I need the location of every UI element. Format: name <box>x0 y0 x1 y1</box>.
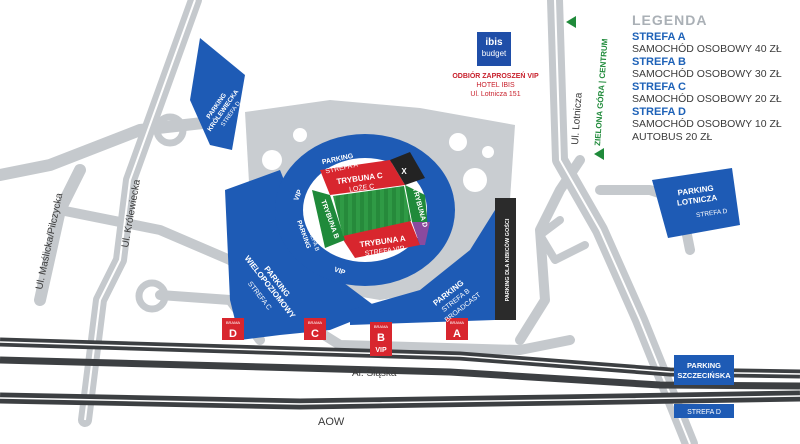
vip-pickup-hotel: HOTEL IBIS <box>476 82 515 89</box>
legend-price-d-car: SAMOCHÓD OSOBOWY 10 ZŁ <box>632 118 782 130</box>
gate-b <box>370 322 392 356</box>
gate-d-letter: D <box>229 328 237 340</box>
legend-price-d-bus: AUTOBUS 20 ZŁ <box>632 131 713 143</box>
legend-price-b: SAMOCHÓD OSOBOWY 30 ZŁ <box>632 68 782 80</box>
stand-b <box>312 190 345 248</box>
gate-d <box>222 318 244 340</box>
legend: LEGENDA STREFA A SAMOCHÓD OSOBOWY 40 ZŁ … <box>620 12 795 144</box>
ibis-budget-logo: ibis budget <box>477 32 511 66</box>
gate-c-letter: C <box>311 328 319 340</box>
vip-pickup-address: Ul. Lotnicza 151 <box>470 91 521 98</box>
road-upper <box>0 114 236 181</box>
legend-price-c: SAMOCHÓD OSOBOWY 20 ZŁ <box>632 93 782 105</box>
gate-c-label: BRAMA <box>308 320 323 325</box>
legend-zone-a: STREFA A <box>632 31 686 43</box>
gate-a-label: BRAMA <box>450 320 465 325</box>
vip-left-label: VIP <box>293 189 304 202</box>
stand-corner <box>412 222 430 245</box>
pitch <box>333 186 411 236</box>
gates <box>222 318 468 356</box>
stand-d <box>405 185 428 230</box>
gate-d-label: BRAMA <box>226 320 241 325</box>
roundabout-south <box>135 279 169 313</box>
ibis-logo-bottom: budget <box>481 49 507 58</box>
parking-szczecinska-zone: STREFA D <box>687 409 721 416</box>
ibis-logo-top: ibis <box>485 37 503 48</box>
vip-pickup-info: ODBIÓR ZAPROSZEŃ VIP HOTEL IBIS Ul. Lotn… <box>448 72 543 99</box>
gate-a-letter: A <box>453 328 461 340</box>
road-krolewiecka <box>78 0 202 427</box>
legend-zone-c: STREFA C <box>632 81 686 93</box>
parking-krolewiecka <box>190 38 245 150</box>
roundabout-north <box>153 113 187 147</box>
parking-lotnicza-zone: STREFA D <box>696 208 728 219</box>
street-slaska-label: Al. Śląska <box>352 366 397 379</box>
gate-b-extra: VIP <box>375 347 387 354</box>
parking-szczecinska-zone-box <box>674 404 734 418</box>
parking-lotnicza <box>652 168 740 238</box>
gate-b-letter: B <box>377 332 385 344</box>
gate-labels: BRAMA D BRAMA C BRAMA B VIP BRAMA A <box>226 320 465 354</box>
legend-title: LEGENDA <box>632 12 708 28</box>
legend-price-a: SAMOCHÓD OSOBOWY 40 ZŁ <box>632 43 782 55</box>
parking-broadcast <box>350 210 495 325</box>
street-lotnicza-label: Ul. Lotnicza <box>570 92 585 145</box>
direction-label: ZIELONA GÓRA | CENTRUM <box>593 38 609 146</box>
street-aow-label: AOW <box>318 416 345 428</box>
parking-guests <box>495 198 516 320</box>
gate-b-label: BRAMA <box>374 324 389 329</box>
direction-arrows <box>566 16 604 160</box>
road-divider-lines <box>84 0 691 444</box>
vip-bottom-label: VIP <box>333 266 346 277</box>
stand-x-label: X <box>401 167 407 176</box>
stand-x <box>390 152 425 185</box>
vip-pickup-title: ODBIÓR ZAPROSZEŃ VIP <box>452 73 539 80</box>
gate-a <box>446 318 468 340</box>
legend-zone-b: STREFA B <box>632 56 686 68</box>
highways <box>0 337 800 410</box>
parking-guests-label: PARKING DLA KIBICÓW GOŚCI <box>503 218 511 301</box>
parking-szczecinska <box>674 355 734 385</box>
stand-c <box>320 160 405 195</box>
road-loop <box>536 216 589 264</box>
gate-c <box>304 318 326 340</box>
stand-a <box>340 220 420 258</box>
legend-zone-d: STREFA D <box>632 106 686 118</box>
